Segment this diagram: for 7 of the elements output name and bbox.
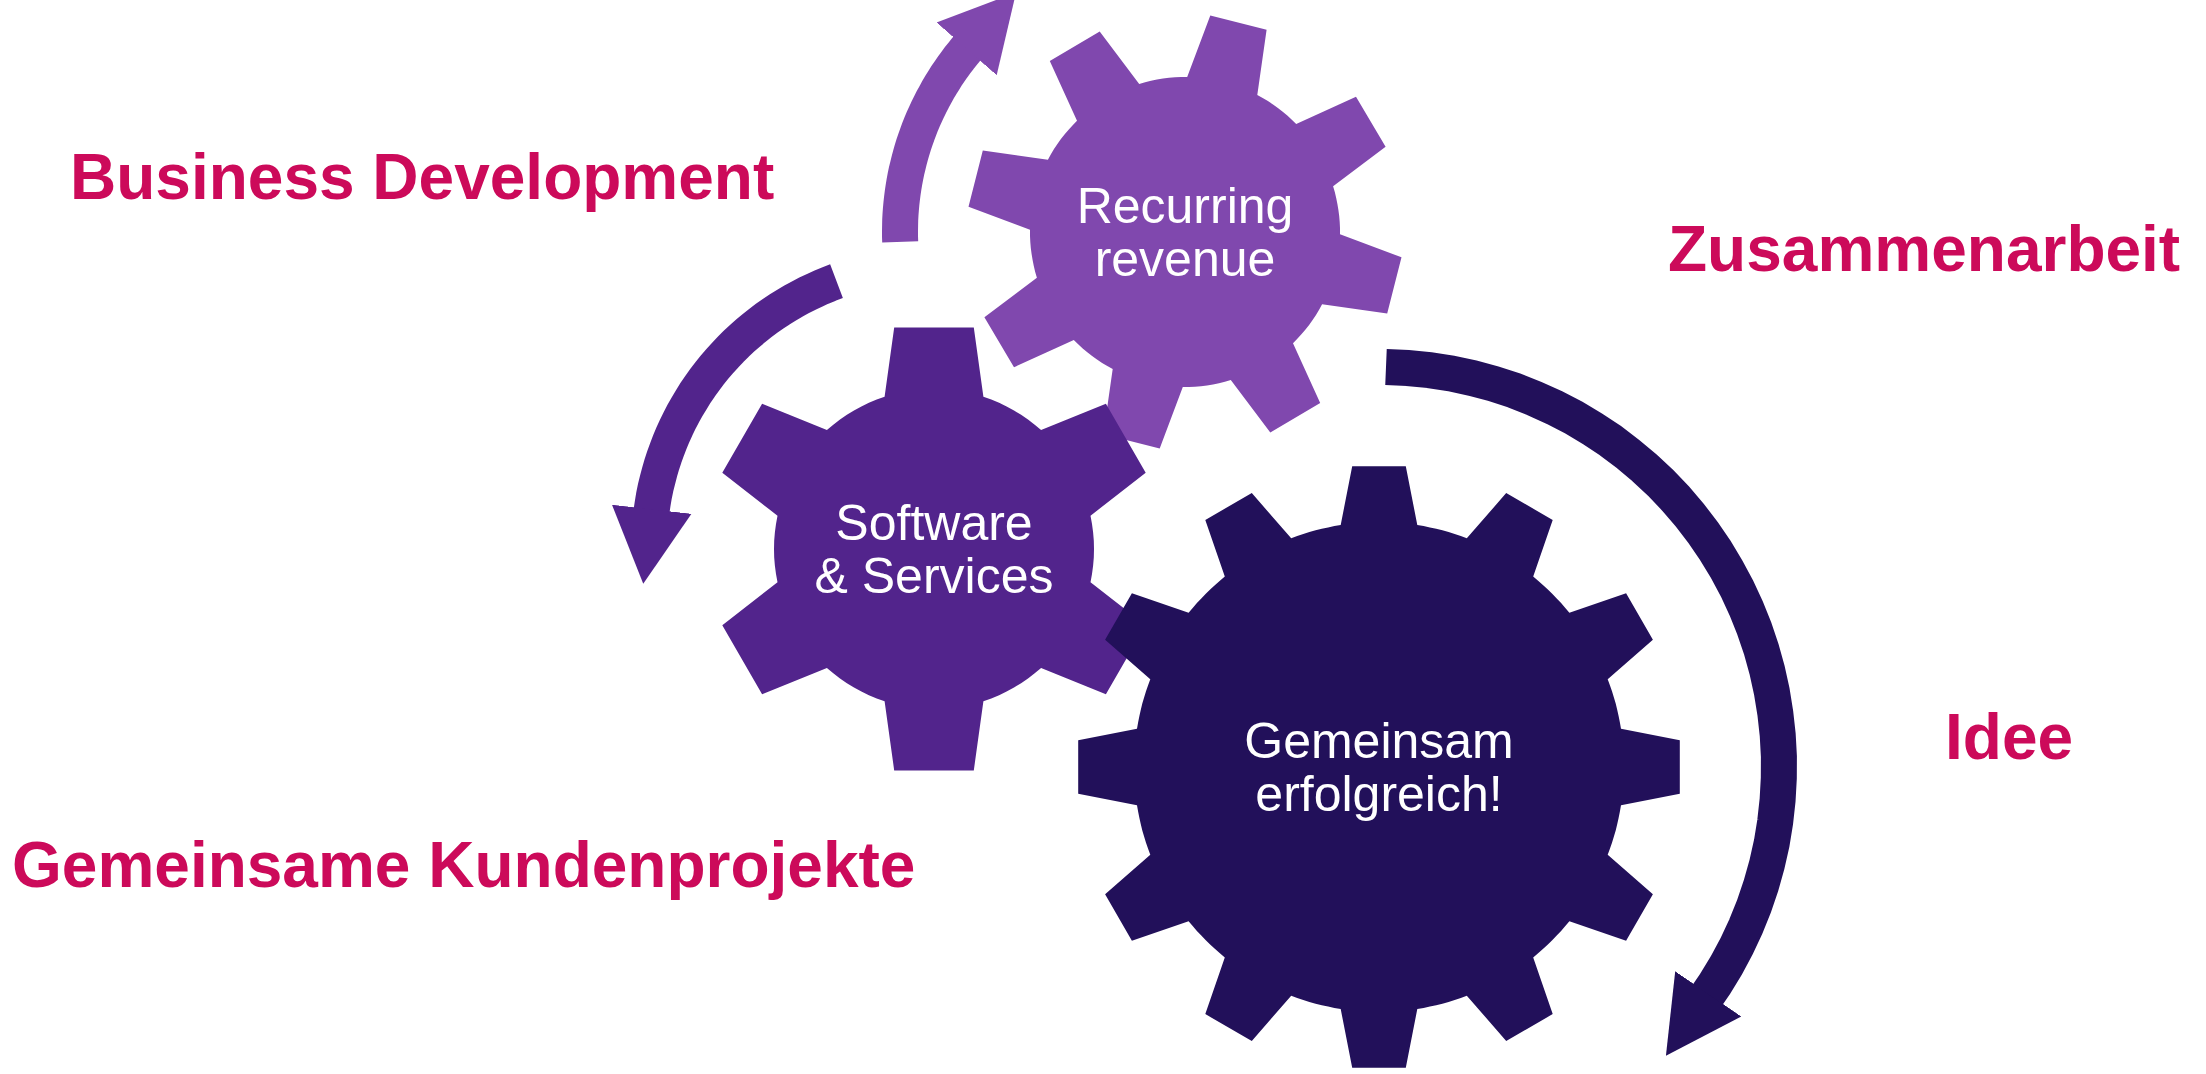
gear-label: Software & Services — [814, 496, 1054, 602]
heading-text: Business Development — [70, 140, 775, 214]
heading-text: Gemeinsame Kundenprojekte — [12, 828, 916, 902]
heading-text: Zusammenarbeit — [1668, 212, 2181, 286]
gear-label: Recurring revenue — [1075, 179, 1295, 285]
gear-label: Gemeinsam erfolgreich! — [1243, 714, 1515, 820]
heading-text: Idee — [1945, 700, 2074, 774]
